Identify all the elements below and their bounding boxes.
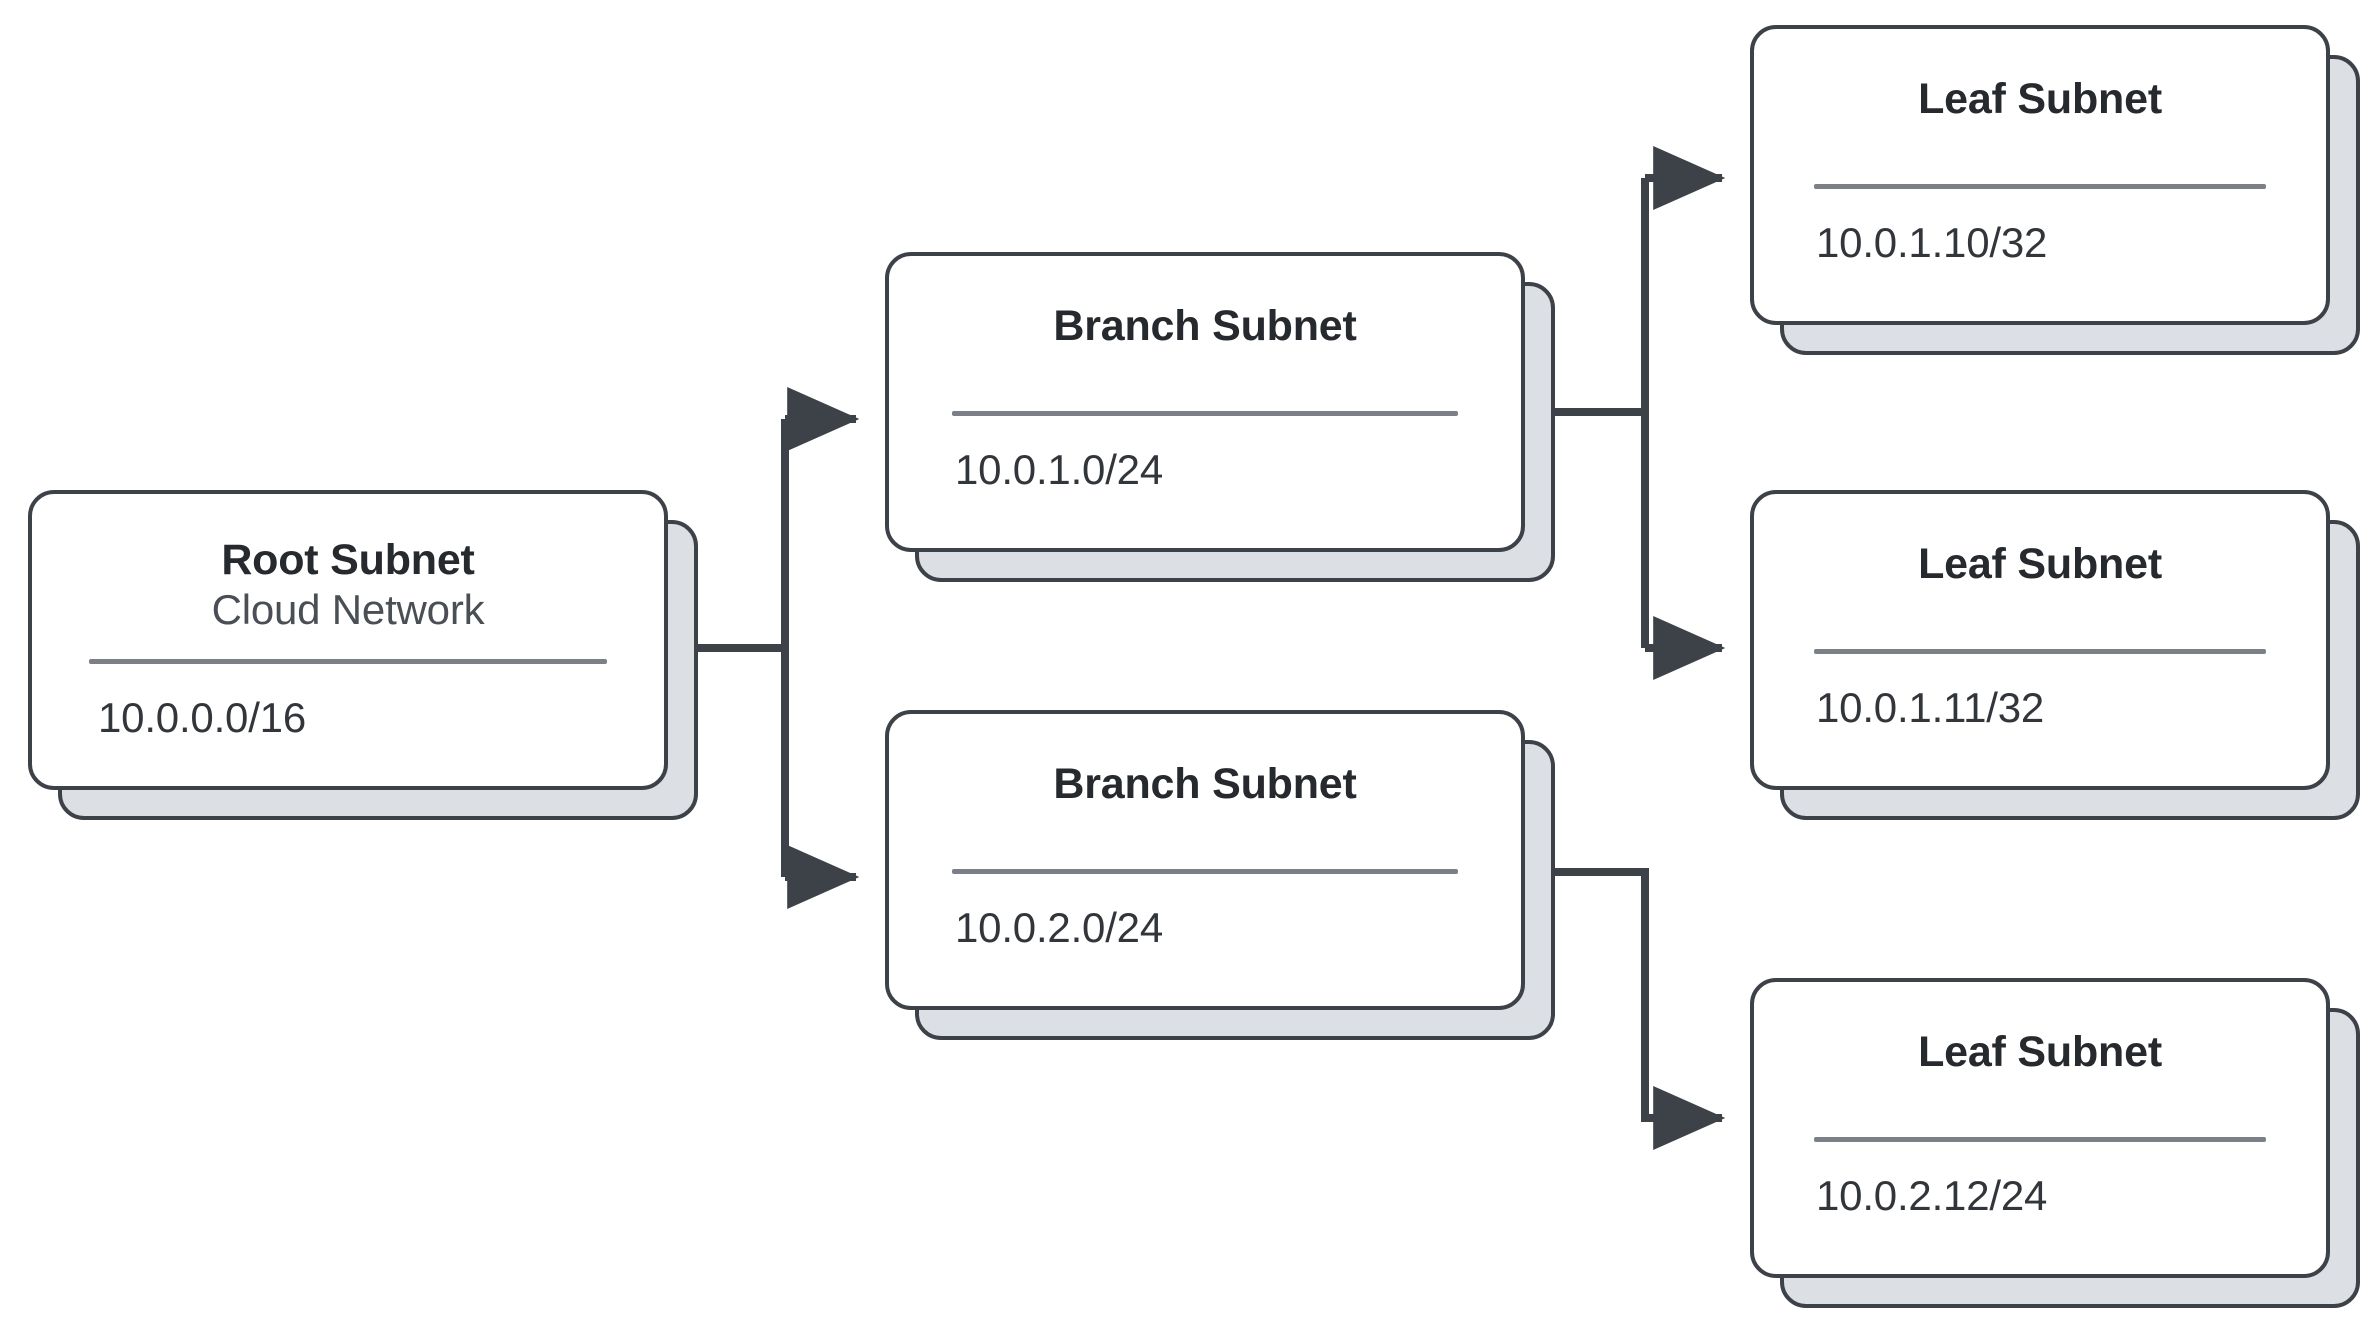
node-leaf-subnet-3[interactable]: Leaf Subnet 10.0.2.12/24 — [1750, 978, 2360, 1308]
node-branch-subnet-1[interactable]: Branch Subnet 10.0.1.0/24 — [885, 252, 1555, 582]
card-face[interactable]: Root Subnet Cloud Network 10.0.0.0/16 — [28, 490, 668, 790]
node-title: Leaf Subnet — [1918, 539, 2162, 588]
node-cidr: 10.0.1.10/32 — [1816, 219, 2048, 267]
node-subtitle: Cloud Network — [211, 585, 485, 633]
node-cidr: 10.0.2.0/24 — [955, 904, 1163, 952]
node-cidr: 10.0.2.12/24 — [1816, 1172, 2048, 1220]
card-face[interactable]: Branch Subnet 10.0.1.0/24 — [885, 252, 1525, 552]
card-face[interactable]: Branch Subnet 10.0.2.0/24 — [885, 710, 1525, 1010]
node-title: Branch Subnet — [1053, 759, 1357, 808]
node-branch-subnet-2[interactable]: Branch Subnet 10.0.2.0/24 — [885, 710, 1555, 1040]
card-face[interactable]: Leaf Subnet 10.0.1.11/32 — [1750, 490, 2330, 790]
edge-branch2-to-leaf3 — [1555, 868, 1726, 1150]
card-divider — [1814, 184, 2266, 190]
card-divider — [1814, 1137, 2266, 1143]
node-title: Branch Subnet — [1053, 301, 1357, 350]
card-divider — [952, 411, 1458, 417]
card-divider — [88, 659, 608, 665]
node-leaf-subnet-1[interactable]: Leaf Subnet 10.0.1.10/32 — [1750, 25, 2360, 355]
node-title: Leaf Subnet — [1918, 1027, 2162, 1076]
card-face[interactable]: Leaf Subnet 10.0.2.12/24 — [1750, 978, 2330, 1278]
node-cidr: 10.0.1.11/32 — [1816, 684, 2045, 732]
card-divider — [1814, 649, 2266, 655]
node-root-subnet[interactable]: Root Subnet Cloud Network 10.0.0.0/16 — [28, 490, 698, 820]
card-face[interactable]: Leaf Subnet 10.0.1.10/32 — [1750, 25, 2330, 325]
edge-branch1-to-leaves — [1555, 146, 1726, 680]
node-leaf-subnet-2[interactable]: Leaf Subnet 10.0.1.11/32 — [1750, 490, 2360, 820]
node-cidr: 10.0.1.0/24 — [955, 446, 1163, 494]
edge-root-to-branches — [698, 387, 860, 909]
node-cidr: 10.0.0.0/16 — [98, 694, 306, 742]
card-divider — [952, 869, 1458, 875]
node-title: Leaf Subnet — [1918, 74, 2162, 123]
node-title: Root Subnet — [221, 535, 475, 584]
